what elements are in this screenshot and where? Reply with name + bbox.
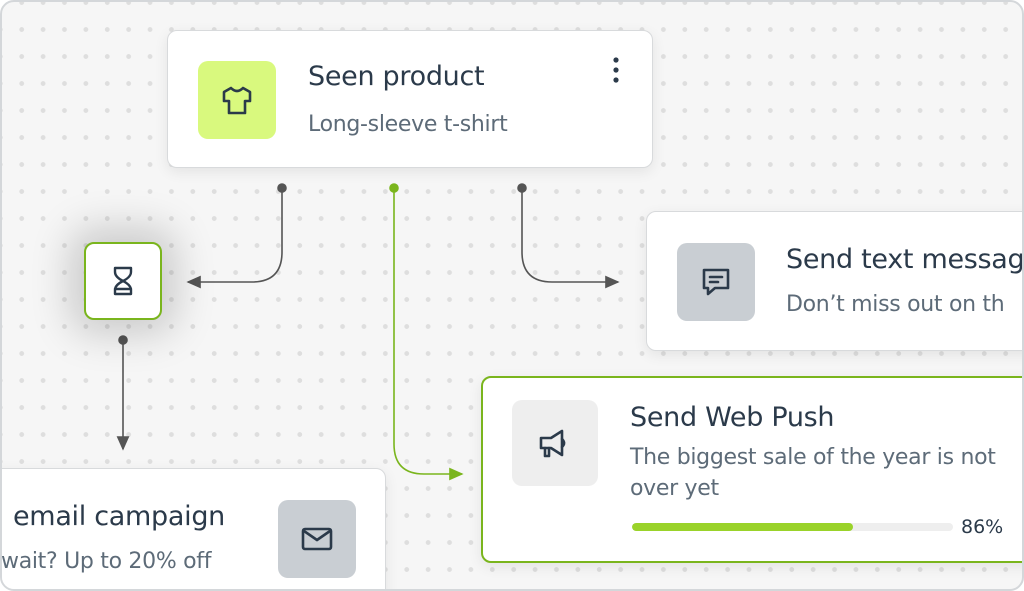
progress-label: 86% [961, 516, 1004, 538]
node-seen-product[interactable]: Seen product Long-sleeve t-shirt [167, 30, 653, 168]
envelope-icon [278, 500, 356, 578]
megaphone-icon [512, 400, 598, 486]
node-title: Send Web Push [630, 402, 835, 433]
connector-to-email [116, 335, 130, 451]
node-email-campaign[interactable]: email campaign wait? Up to 20% off [1, 468, 386, 589]
node-subtitle: The biggest sale of the year is not over… [630, 445, 996, 501]
node-title: email campaign [13, 501, 225, 532]
progress-bar [632, 523, 953, 531]
node-wait[interactable] [84, 242, 162, 320]
node-subtitle: Long-sleeve t-shirt [308, 112, 508, 137]
node-subtitle: wait? Up to 20% off [1, 549, 212, 574]
connector-to-wait [186, 183, 287, 289]
hourglass-icon [113, 266, 133, 296]
tshirt-icon [198, 61, 276, 139]
node-send-web-push[interactable]: Send Web Push The biggest sale of the ye… [481, 376, 1022, 563]
node-send-text-message[interactable]: Send text messag Don’t miss out on th [646, 211, 1024, 351]
connector-to-text-message [517, 183, 620, 289]
node-title: Send text messag [786, 244, 1024, 275]
chat-icon [677, 243, 755, 321]
node-subtitle: Don’t miss out on th [786, 292, 1005, 317]
connector-to-web-push [389, 183, 464, 481]
more-options-icon[interactable] [608, 55, 624, 85]
progress-fill [632, 523, 854, 531]
node-title: Seen product [308, 61, 485, 92]
